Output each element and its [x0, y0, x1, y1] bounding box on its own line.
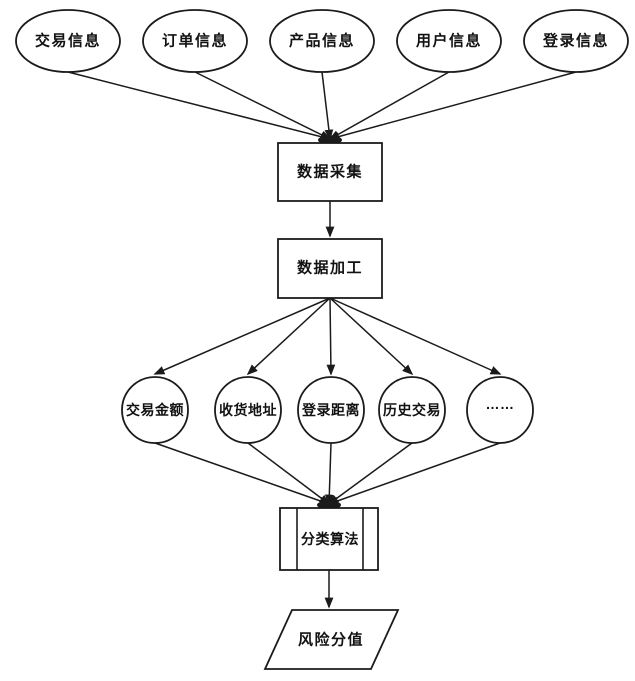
- arrow-transaction-info-to-collection: [67, 71, 332, 141]
- arrow-processing-to-transaction-amount: [153, 297, 331, 375]
- node-user-info: 用户信息: [396, 9, 502, 73]
- arrow-processing-to-shipping-address: [246, 297, 331, 376]
- edges-sources-to-collection: [67, 71, 577, 145]
- login-info-ellipse: [523, 9, 629, 73]
- node-transaction-info: 交易信息: [15, 9, 121, 73]
- data-collection-rect: [277, 142, 383, 202]
- arrow-more-features-to-classifier: [327, 442, 501, 506]
- node-more-features: ……: [466, 376, 534, 444]
- node-login-distance: 登录距离: [297, 376, 365, 444]
- more-features-label: ……: [486, 396, 515, 412]
- arrow-login-info-to-collection: [328, 71, 577, 141]
- edges-processing-to-features: [153, 297, 502, 376]
- node-login-info: 登录信息: [523, 9, 629, 73]
- login-distance-circle: [297, 376, 365, 444]
- arrow-processing-to-more-features: [329, 297, 502, 375]
- login-info-label: 登录信息: [542, 32, 609, 50]
- classification-algorithm-label: 分类算法: [301, 531, 359, 547]
- transaction-info-label: 交易信息: [35, 32, 101, 50]
- edges-features-to-classifier: [154, 442, 501, 510]
- node-data-collection: 数据采集: [277, 142, 383, 202]
- arrow-shipping-address-to-classifier: [247, 442, 331, 505]
- risk-score-parallelogram: [263, 609, 400, 670]
- arrow-historical-transactions-to-classifier: [327, 442, 413, 505]
- node-shipping-address: 收货地址: [214, 376, 282, 444]
- arrow-transaction-amount-to-classifier: [154, 442, 331, 506]
- transaction-amount-circle: [121, 376, 189, 444]
- more-features-circle: [466, 376, 534, 444]
- login-distance-label: 登录距离: [301, 402, 360, 418]
- node-transaction-amount: 交易金额: [121, 376, 189, 444]
- historical-transactions-label: 历史交易: [383, 402, 441, 418]
- arrow-login-distance-to-classifier: [324, 442, 334, 506]
- node-historical-transactions: 历史交易: [378, 376, 446, 444]
- historical-transactions-circle: [378, 376, 446, 444]
- order-info-label: 订单信息: [162, 32, 228, 50]
- user-info-label: 用户信息: [416, 32, 482, 50]
- arrow-processing-to-login-distance: [326, 297, 336, 376]
- node-risk-score: 风险分值: [263, 609, 400, 670]
- shipping-address-label: 收货地址: [219, 402, 277, 418]
- arrow-product-info-to-collection: [321, 71, 334, 141]
- transaction-info-ellipse: [15, 9, 121, 73]
- data-collection-label: 数据采集: [297, 163, 363, 181]
- node-data-processing: 数据加工: [277, 238, 383, 299]
- product-info-label: 产品信息: [289, 32, 355, 50]
- arrow-order-info-to-collection: [194, 71, 332, 140]
- data-processing-rect: [277, 238, 383, 299]
- order-info-ellipse: [142, 9, 248, 73]
- arrow-user-info-to-collection: [328, 71, 450, 140]
- shipping-address-circle: [214, 376, 282, 444]
- transaction-amount-label: 交易金额: [126, 402, 184, 418]
- data-processing-label: 数据加工: [297, 259, 363, 277]
- product-info-ellipse: [269, 9, 375, 73]
- node-order-info: 订单信息: [142, 9, 248, 73]
- node-classification-algorithm: 分类算法: [279, 507, 379, 571]
- risk-score-label: 风险分值: [298, 631, 364, 649]
- arrow-processing-to-historical-transactions: [329, 297, 414, 376]
- user-info-ellipse: [396, 9, 502, 73]
- node-product-info: 产品信息: [269, 9, 375, 73]
